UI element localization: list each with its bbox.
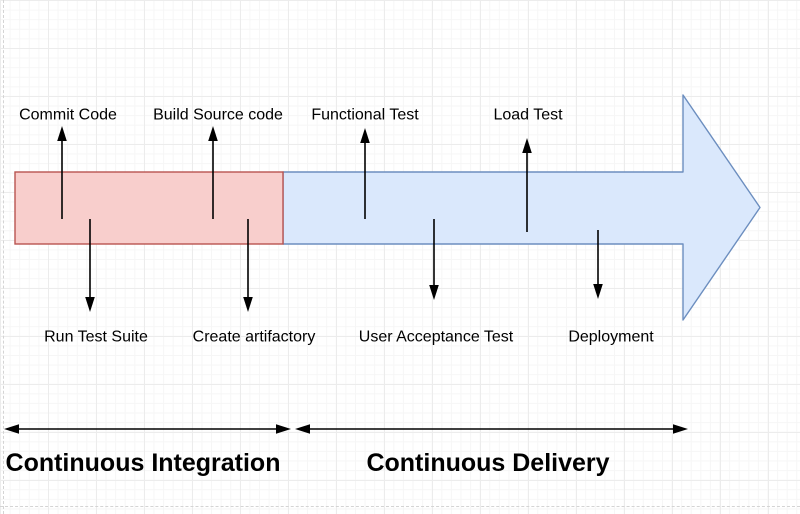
step-label-create-artifactory: Create artifactory — [192, 328, 316, 346]
up-connector-functional-test — [360, 128, 370, 219]
page-boundary-horizontal — [0, 506, 800, 507]
up-connector-load-test — [522, 138, 532, 232]
step-label-functional-test: Functional Test — [311, 106, 419, 124]
ci-stage-bar — [14, 171, 284, 245]
cd-arrow-shape — [282, 94, 761, 321]
down-connector-run-test-suite — [85, 219, 95, 312]
step-label-deployment: Deployment — [568, 328, 654, 346]
up-connector-commit-code — [57, 126, 67, 219]
up-connector-build-source-code — [208, 126, 218, 219]
ci-span-arrow — [4, 424, 291, 434]
step-label-load-test: Load Test — [493, 106, 563, 124]
step-label-run-test-suite: Run Test Suite — [44, 328, 148, 346]
section-title-continuous-delivery: Continuous Delivery — [366, 449, 610, 477]
page-boundary-vertical — [3, 0, 4, 514]
step-label-user-acceptance-test: User Acceptance Test — [358, 328, 514, 346]
down-connector-user-acceptance-test — [429, 219, 439, 300]
cd-span-arrow — [295, 424, 688, 434]
down-connector-deployment — [593, 230, 603, 299]
step-label-commit-code: Commit Code — [19, 106, 117, 124]
step-label-build-source-code: Build Source code — [153, 106, 283, 124]
down-connector-create-artifactory — [243, 219, 253, 312]
section-title-continuous-integration: Continuous Integration — [5, 449, 281, 477]
